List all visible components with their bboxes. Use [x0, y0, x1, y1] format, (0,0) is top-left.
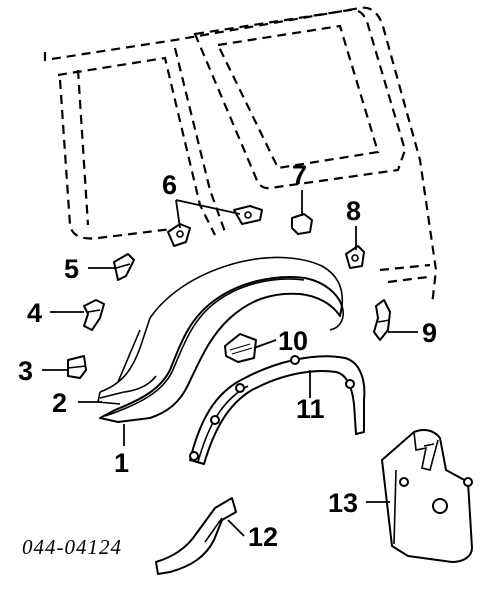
part-5-fastener [113, 253, 135, 281]
part-11-arch-molding [189, 355, 366, 465]
callout-11: 11 [296, 394, 325, 424]
callout-13: 13 [328, 488, 358, 518]
callout-7: 7 [292, 160, 307, 190]
part-12-small-mudguard [155, 497, 237, 575]
body-outline-dashed [43, 6, 438, 306]
part-4-fastener [83, 299, 105, 331]
callout-10: 10 [278, 326, 308, 356]
callout-1: 1 [114, 448, 129, 478]
part-6-fastener-right [233, 205, 263, 225]
part-10-clip [224, 333, 257, 363]
part-3-fastener [67, 355, 87, 379]
callout-labels: 1 2 3 4 5 6 7 8 9 10 11 12 13 [18, 160, 437, 552]
callout-12: 12 [248, 522, 278, 552]
part-13-mud-flap [381, 429, 473, 563]
part-2-liner-lip [99, 375, 157, 399]
callout-8: 8 [346, 196, 361, 226]
callout-5: 5 [64, 254, 79, 284]
callout-2: 2 [52, 388, 67, 418]
part-1-fender-liner [97, 256, 345, 423]
part-7-fastener [291, 213, 313, 235]
callout-4: 4 [27, 298, 42, 328]
callout-3: 3 [18, 356, 33, 386]
callout-9: 9 [422, 318, 437, 348]
part-9-fastener [373, 299, 391, 341]
callout-6: 6 [162, 170, 177, 200]
leader-lines [42, 190, 418, 537]
part-8-fastener [345, 245, 365, 269]
part-6-fastener-left [167, 223, 191, 247]
drawing-code: 044-04124 [22, 535, 122, 559]
